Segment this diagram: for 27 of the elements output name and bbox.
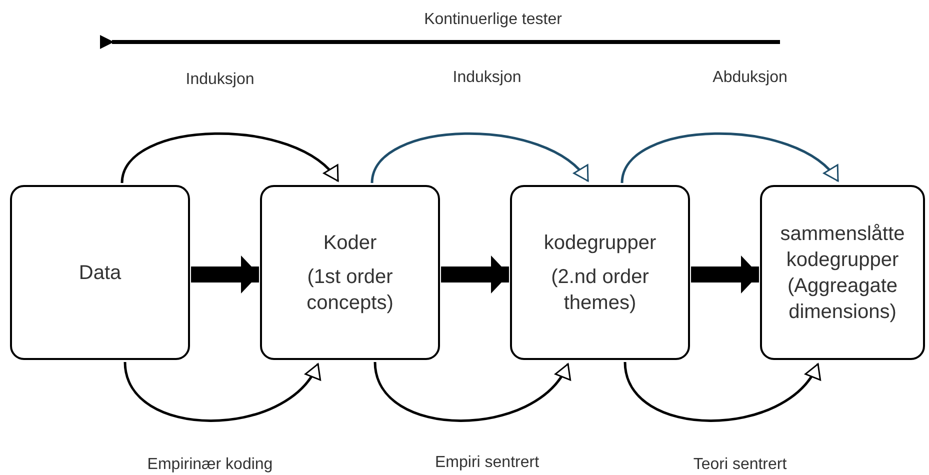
box-text: Data [78, 260, 122, 286]
box-text: sammenslåtte kodegrupper [779, 222, 906, 272]
process-box [510, 185, 690, 360]
box-text: (1st order concepts) [306, 264, 394, 316]
curved-arrow [620, 132, 839, 184]
curved-arrow [370, 132, 589, 184]
box-text: Koder [323, 230, 377, 256]
annotation-label: Empiri sentrert [434, 453, 540, 473]
curved-arrow [120, 132, 339, 184]
box-text: kodegrupper [544, 230, 656, 256]
block-arrow [191, 256, 259, 294]
annotation-label: Abduksjon [712, 68, 788, 88]
box-text: (2.nd order themes) [550, 264, 650, 316]
annotation-label: Induksjon [186, 70, 254, 90]
curved-arrow [624, 362, 820, 422]
box-text: (Aggreagate dimensions) [786, 274, 899, 324]
curved-arrow [374, 362, 570, 422]
process-box [260, 185, 440, 360]
block-arrow [441, 256, 509, 294]
annotation-label: Kontinuerlige tester [424, 10, 562, 30]
process-box [10, 185, 190, 360]
annotation-label: Empirinær koding [147, 455, 273, 475]
annotation-label: Induksjon [452, 68, 522, 88]
process-box [760, 185, 925, 360]
curved-arrow [124, 362, 320, 422]
annotation-label: Teori sentrert [693, 455, 787, 475]
block-arrow [691, 256, 759, 294]
